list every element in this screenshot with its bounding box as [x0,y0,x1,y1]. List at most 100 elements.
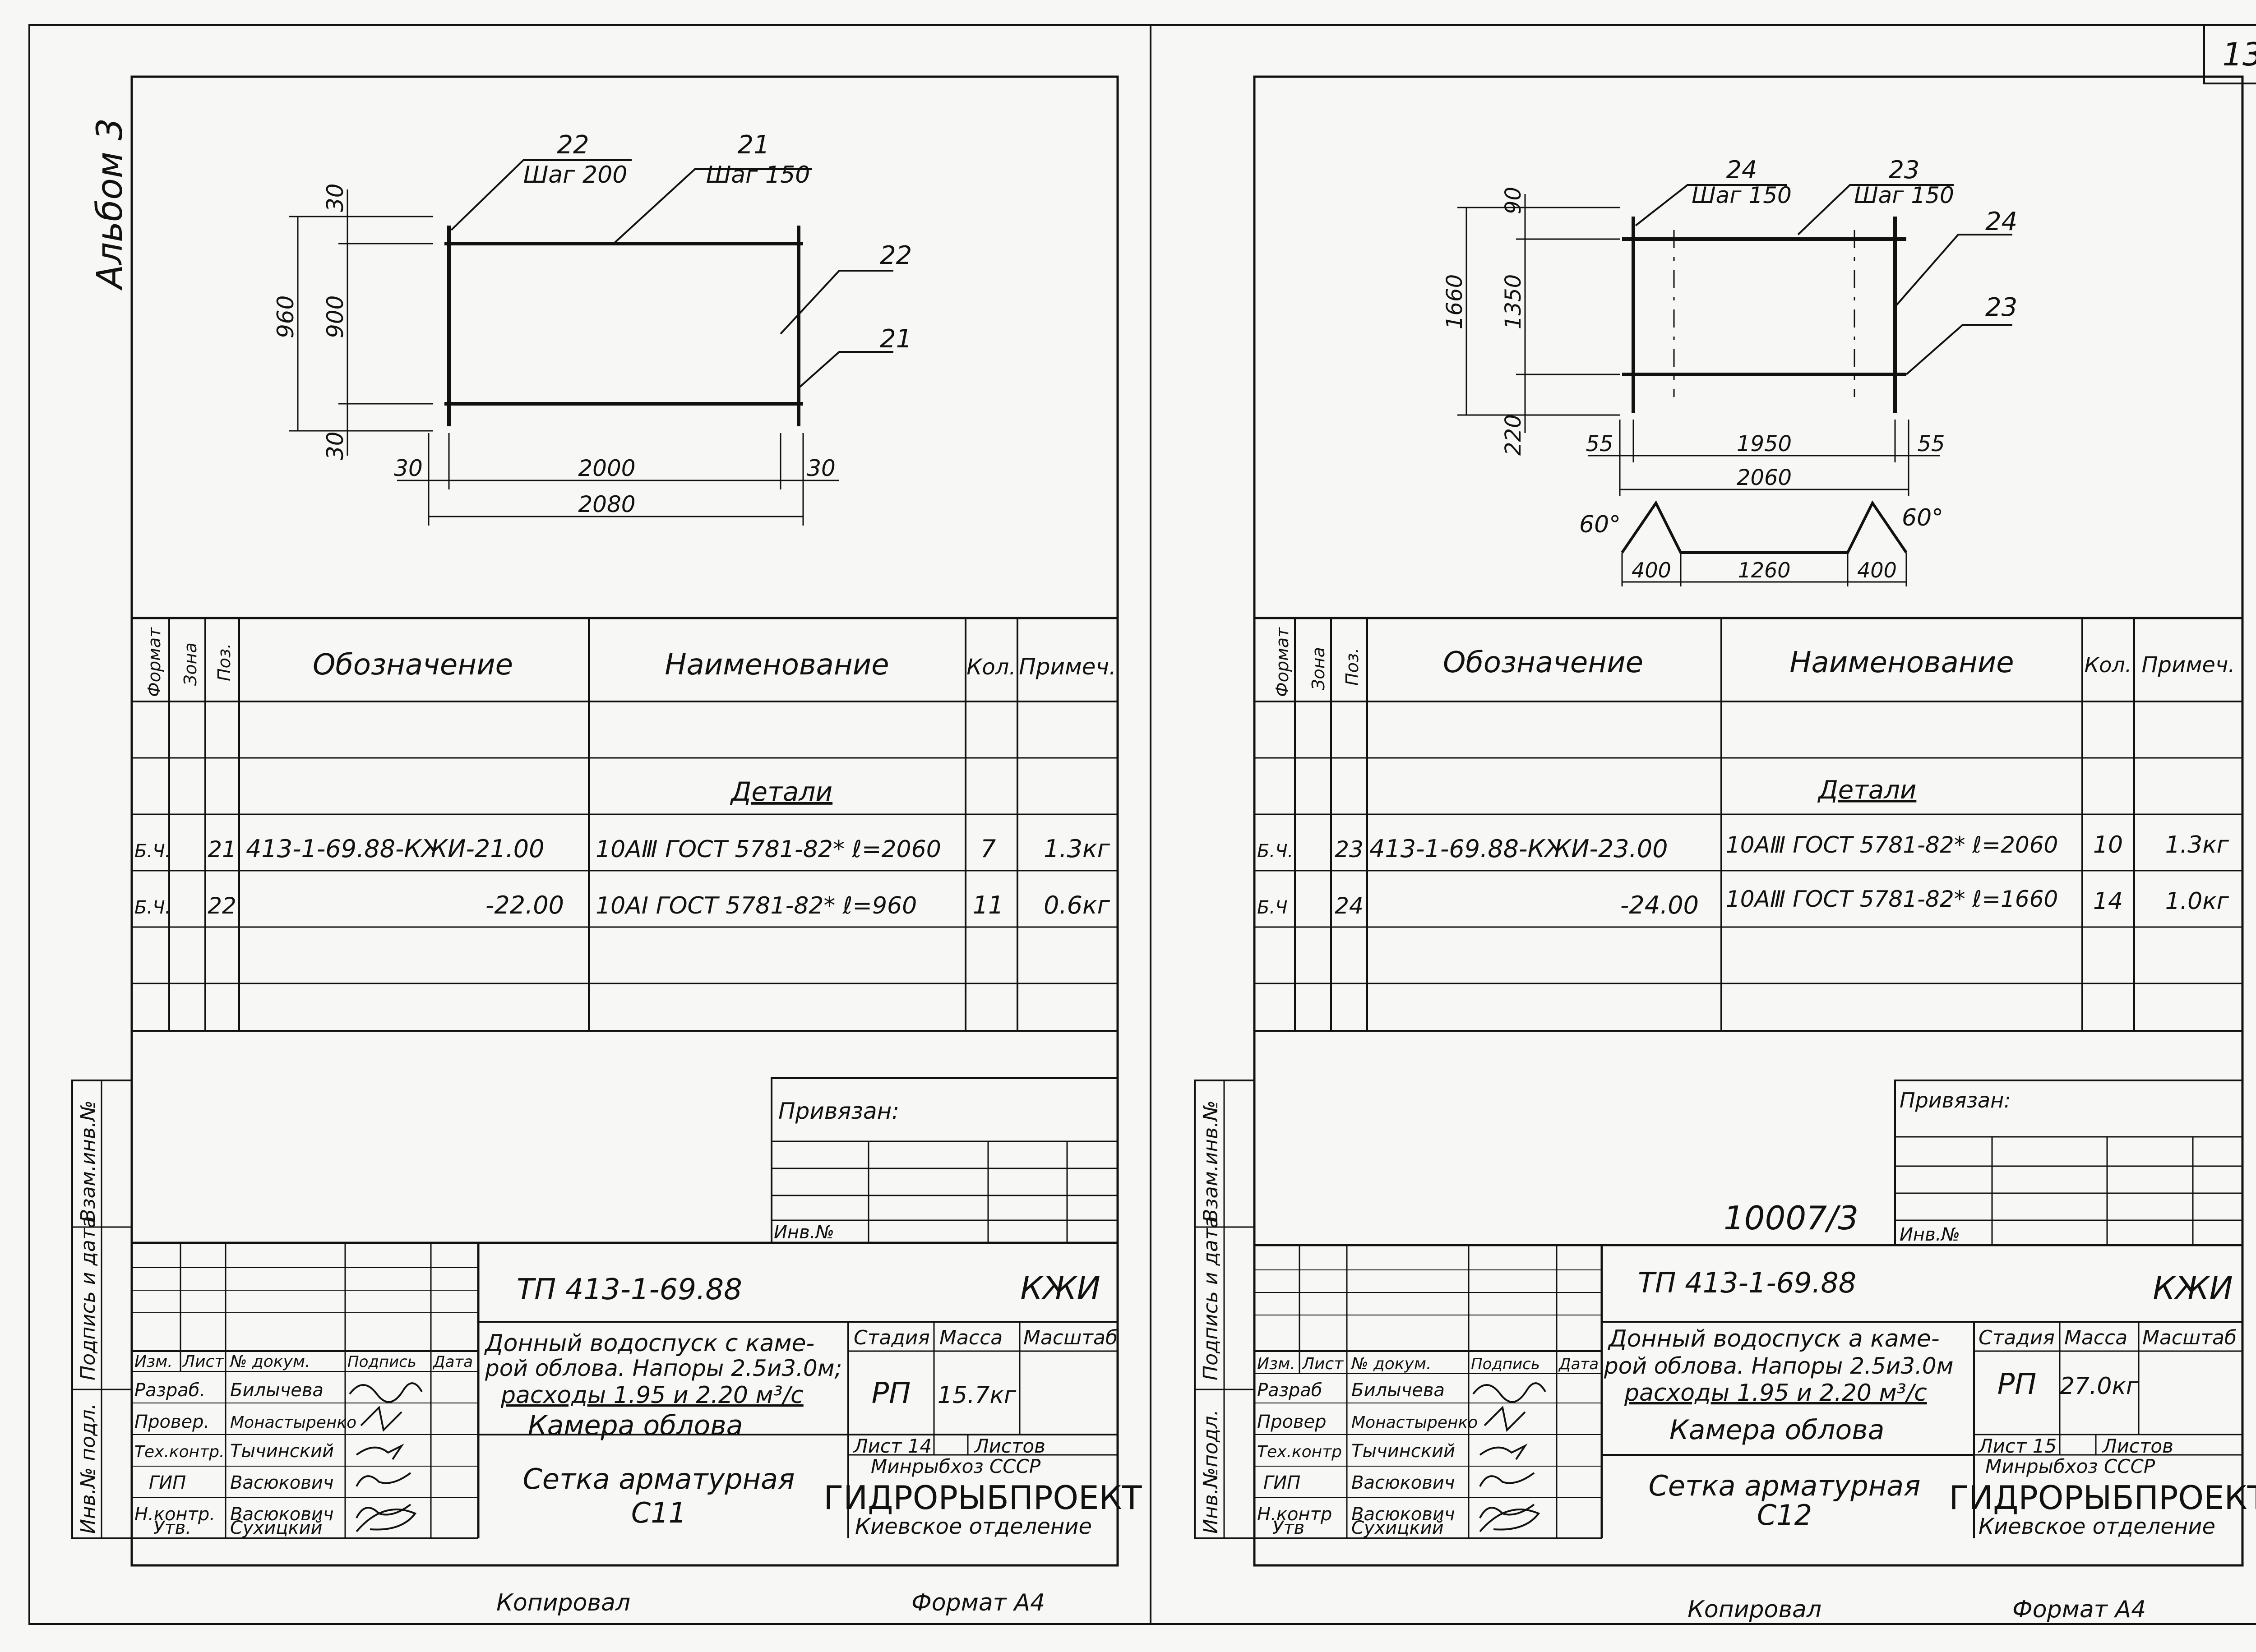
spec-r-row-1-designation: 413-1-69.88-КЖИ-23.00 [1369,835,1668,863]
signature-r-6 [1479,1509,1540,1532]
leader-top-right-step: Шаг 150 [706,162,810,189]
footer-copied-right: Копировал [1687,1596,1821,1623]
project-line-1: Донный водоспуск с каме- [484,1330,814,1357]
document-mark-right: КЖИ [2153,1270,2233,1307]
org-branch: Киевское отделение [855,1514,1092,1539]
margin-r-label-vzam: Взам.инв.№ [1199,1100,1222,1223]
person-r-2: Монастыренко [1351,1413,1478,1432]
person-1: Билычева [230,1380,324,1401]
signature-r-3 [1479,1443,1528,1460]
col-r-label-list: Лист [1301,1355,1344,1373]
spec-row-1-format: Б.Ч. [134,841,171,862]
dim-v-top: 30 [322,183,348,212]
col-r-label-date: Дата [1558,1355,1599,1373]
stage-value-right: РП [1997,1368,2037,1401]
spec-row-2-note: 0.6кг [1044,891,1110,919]
spec-header-format: Формат [144,627,164,697]
spec-row-1-qty: 7 [980,835,996,863]
mesh-drawing-right: 24 Шаг 150 23 Шаг 150 24 23 90 1350 220 … [1442,156,2017,586]
spec-r-row-1-qty: 10 [2093,831,2123,858]
spec-row-2-pos: 22 [208,893,236,919]
spec-row-1-name: 10АⅢ ГОСТ 5781-82* ℓ=2060 [596,836,941,863]
col-label-doc: № докум. [229,1352,310,1371]
footer-copied: Копировал [496,1589,630,1616]
sheets-label-right: Листов [2102,1435,2173,1457]
side-label-r-bottom: 23 [1985,293,2017,322]
stage-value: РП [872,1377,911,1410]
spec-header-name: Наименование [665,648,889,682]
role-6: Утв. [153,1518,191,1538]
person-r-6: Сухицкий [1351,1518,1444,1538]
leader-top-right-num: 21 [737,130,769,160]
dim-r-h-left: 55 [1586,431,1613,457]
privyazan-label-right: Привязан: [1900,1088,2011,1112]
privyazan-block-left: Привязан: Инв.№ [771,1077,1119,1244]
role-r-1: Разраб [1257,1380,1322,1401]
album-label: Альбом 3 [90,118,130,291]
signature-6 [356,1509,417,1532]
person-r-3: Тычинский [1351,1441,1455,1462]
spec-table-left: Формат Зона Поз. Обозначение Наименовани… [132,618,1118,1032]
sheet-number: 13 [2222,36,2256,73]
spec-row-2-format: Б.Ч. [134,897,171,918]
side-label-bottom: 21 [880,324,912,354]
spec-r-row-1-note: 1.3кг [2165,831,2229,858]
title-line-1: Сетка арматурная [523,1463,795,1495]
scale-label-right: Масштаб [2142,1326,2237,1349]
spec-row-1-note: 1.3кг [1044,835,1110,863]
margin-label-vzam: Взам.инв.№ [77,1100,100,1223]
leader-r-top-right-num: 23 [1889,156,1920,184]
org-name-right: ГИДРОРЫБПРОЕКТ [1949,1479,2256,1517]
margin-r-label-inv-podl: Инв.№подл. [1199,1409,1222,1534]
person-r-5: Васюкович [1351,1504,1455,1525]
leader-side-top [780,270,893,335]
dim-r-h-right: 55 [1917,431,1945,457]
spec-r-header-name: Наименование [1789,646,2014,679]
col-label-sign: Подпись [347,1353,416,1371]
leader-top-left-num: 22 [557,130,589,160]
dim-r-v-overall: 1660 [1442,274,1467,329]
project-line-2: рой облова. Напоры 2.5и3.0м; [485,1355,842,1381]
spec-r-row-2-pos: 24 [1335,893,1364,919]
spec-r-header-format: Формат [1272,627,1292,697]
margin-r-label-podpis: Подпись и дата [1199,1216,1222,1380]
org-branch-right: Киевское отделение [1979,1514,2215,1539]
org-ministry-right: Минрыбхоз СССР [1985,1455,2155,1477]
scale-label: Масштаб [1023,1326,1118,1349]
footer-format: Формат А4 [911,1589,1045,1616]
col-r-label-sign: Подпись [1471,1355,1540,1373]
stage-label-right: Стадия [1979,1326,2055,1349]
signature-r-2 [1484,1405,1526,1432]
margin-label-inv-podl: Инв.№ подл. [77,1403,100,1534]
spec-r-header-qty: Кол. [2085,653,2132,677]
margin-label-podpis: Подпись и дата [77,1216,100,1380]
side-label-top: 22 [880,241,912,270]
person-4: Васюкович [230,1472,333,1493]
spec-r-row-2-designation: -24.00 [1620,891,1699,919]
project-r-line-1: Донный водоспуск а каме- [1608,1325,1940,1352]
mesh-drawing-left: 22 Шаг 200 21 Шаг 150 22 21 30 900 30 96… [273,130,912,526]
role-r-3: Тех.контр [1257,1443,1342,1461]
bend-angle-right: 60° [1902,504,1943,531]
project-r-line-3: расходы 1.95 и 2.20 м³/с [1624,1380,1927,1407]
leader-r-top-right-step: Шаг 150 [1854,182,1954,208]
bend-angle-left: 60° [1579,511,1621,538]
privyazan-block-right: Привязан: Инв.№ [1894,1080,2243,1246]
dim-h-overall: 2080 [578,491,635,517]
person-3: Тычинский [230,1441,334,1462]
title-block-left: Изм. Лист № докум. Подпись Дата Разраб. … [132,1241,1142,1539]
spec-r-row-2-format: Б.Ч [1257,897,1288,918]
margin-strip-right: Инв.№подл. Подпись и дата Взам.инв.№ [1194,1080,1255,1539]
signature-r-4 [1479,1472,1535,1487]
title-r-line-2: С12 [1757,1499,1812,1532]
dim-r-h-middle: 1950 [1737,431,1792,457]
spec-header-zone: Зона [180,642,200,686]
role-r-2: Провер [1257,1412,1327,1432]
leader-side-bottom [798,351,893,389]
spec-r-header-designation: Обозначение [1443,646,1643,679]
document-mark: КЖИ [1020,1270,1100,1307]
side-label-r-top: 24 [1985,207,2017,236]
project-code: ТП 413-1-69.88 [517,1273,742,1306]
col-label-list: Лист [182,1352,224,1371]
leader-top-right [613,168,812,245]
